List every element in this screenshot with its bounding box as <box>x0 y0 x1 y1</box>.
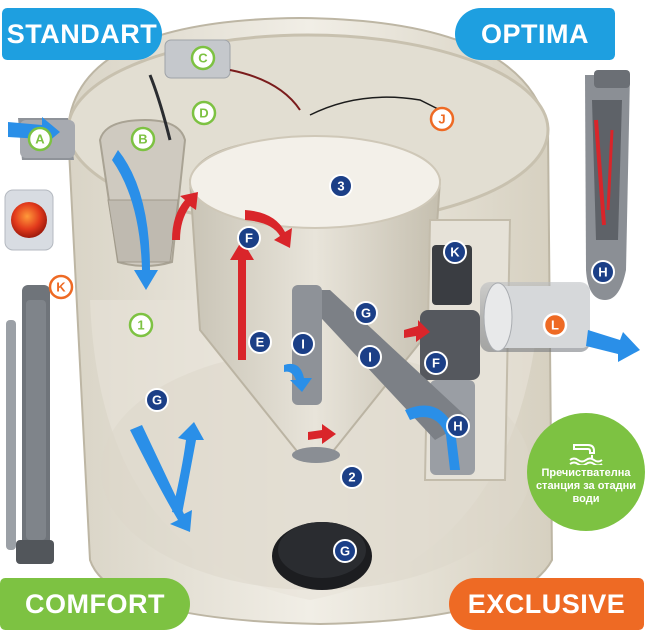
filter-device <box>585 70 630 300</box>
comfort-label: COMFORT <box>0 578 190 630</box>
outlet-pipe <box>480 282 590 352</box>
standart-label: STANDART <box>2 8 162 60</box>
bottom-lid <box>272 522 372 590</box>
control-box <box>4 189 54 251</box>
treatment-station-badge: Пречиствателна станция за отадни води <box>527 413 645 531</box>
badge-text: Пречиствателна станция за отадни води <box>535 466 637 505</box>
flow-arrows-red <box>172 192 430 444</box>
exclusive-label: EXCLUSIVE <box>449 578 644 630</box>
optima-label: OPTIMA <box>455 8 615 60</box>
uv-lamp <box>6 285 54 564</box>
water-tap-icon <box>569 443 603 465</box>
